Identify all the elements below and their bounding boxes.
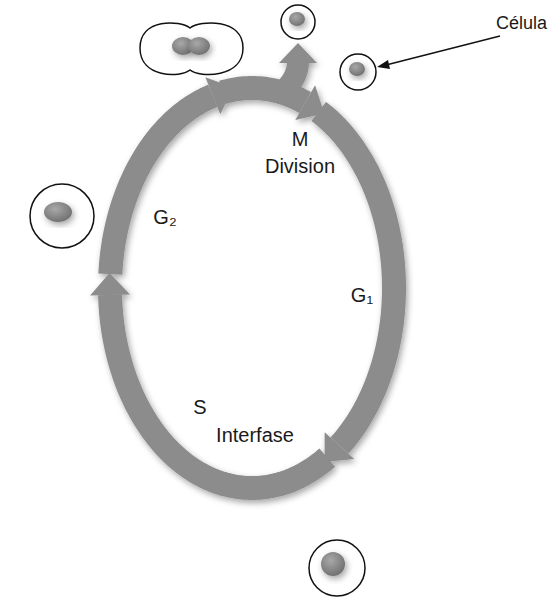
cell-dividing [140, 23, 243, 75]
s-arrow [110, 295, 327, 488]
arrow-head [90, 273, 130, 295]
cell-bottom [309, 540, 365, 596]
callout-label: Célula [496, 14, 547, 34]
cycle-ring [90, 43, 394, 488]
cell-top [281, 5, 315, 39]
pointer-arrow [377, 36, 500, 69]
phase-label: S [193, 396, 206, 418]
arrow-head [295, 85, 324, 120]
phase-label: G₁ [351, 284, 373, 306]
g2-arrow [110, 96, 213, 274]
cell-left [30, 184, 94, 248]
phase-label: M [292, 128, 309, 150]
phase-label: Division [265, 155, 335, 177]
cell-right [340, 54, 376, 90]
arrow-head [325, 432, 355, 462]
stage-label: Interfase [216, 424, 294, 446]
phase-label: G₂ [153, 206, 176, 228]
branch-arrow [278, 62, 298, 96]
arrow-head [279, 43, 317, 63]
